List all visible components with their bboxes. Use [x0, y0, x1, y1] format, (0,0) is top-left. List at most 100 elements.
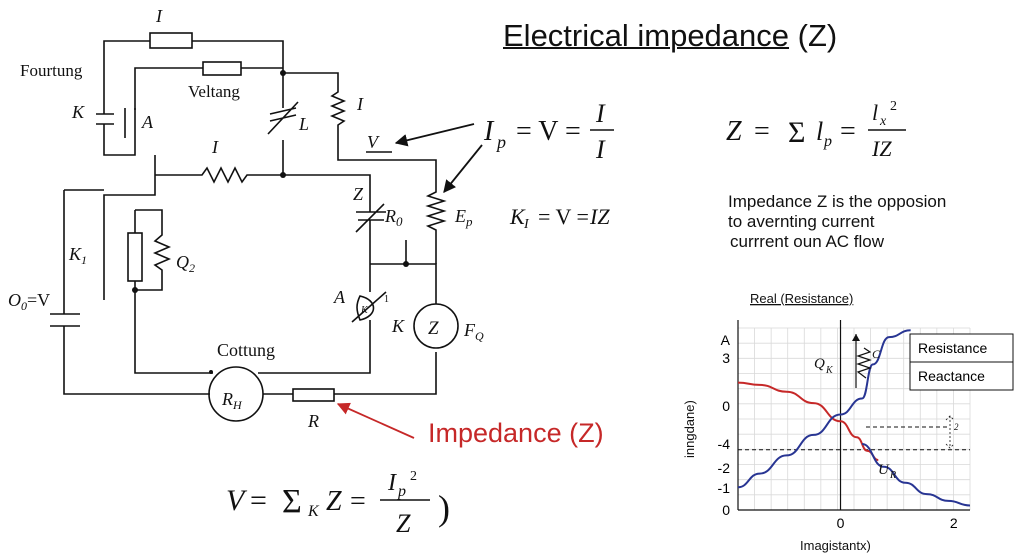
resistor-icon: [149, 32, 193, 49]
chart-xlabel: Imagistantx): [800, 538, 871, 553]
svg-text:K: K: [307, 503, 320, 520]
x-tick-label: 0: [837, 515, 845, 531]
resistor-icon: [127, 232, 143, 282]
svg-text:l: l: [872, 100, 878, 125]
y-tick-label: -1: [718, 480, 731, 496]
equation-2: Z = Σ l p = l x 2 IZ: [726, 99, 906, 161]
svg-text:Σ: Σ: [788, 116, 805, 149]
circuit-diagram: I Fourtung Veltang K A L I I V Z R0 Ep K…: [8, 6, 484, 439]
chart-axes: [737, 320, 970, 511]
wire-top-inner: [134, 67, 283, 110]
label-l: L: [298, 114, 309, 134]
annot-c: C: [872, 347, 881, 361]
wire-left-cap: [103, 110, 136, 156]
svg-text:l: l: [816, 117, 823, 146]
svg-text:V: V: [226, 484, 248, 517]
label-k-small: K: [360, 305, 369, 316]
y-tick-label: -2: [718, 460, 731, 476]
variable-capacitor-icon: [355, 192, 386, 264]
arrow-icon: [336, 402, 415, 439]
svg-text:): ): [438, 488, 450, 528]
series-line-reactance: [737, 329, 911, 489]
svg-text:I: I: [595, 135, 606, 164]
svg-text:2: 2: [410, 469, 417, 484]
label-r-bottom: R: [307, 411, 319, 431]
equation-3: K I = V = IZ: [509, 204, 610, 232]
svg-text:2: 2: [890, 99, 897, 114]
label-fourtung: Fourtung: [20, 61, 83, 80]
label-r0: R0: [384, 206, 403, 229]
wire-middle: [155, 166, 371, 192]
wire-bottom: [263, 352, 437, 395]
annot-2: 2: [954, 422, 959, 432]
equation-4: V = Σ K Z = I p 2 Z ): [226, 469, 450, 538]
title-z: (Z): [797, 18, 838, 53]
svg-text:I: I: [595, 99, 606, 128]
label-i-mid: I: [211, 137, 219, 157]
title-main: Electrical impedance: [503, 18, 790, 53]
chart-ylabel: inngdane): [682, 400, 697, 458]
svg-text:IZ: IZ: [871, 136, 892, 161]
svg-text:= V =: = V =: [538, 204, 589, 229]
description-line-3: currrent oun AC flow: [730, 232, 885, 251]
arrow-icon: [443, 144, 483, 193]
svg-text:p: p: [495, 132, 506, 152]
equation-1: I p = V = I I: [483, 99, 614, 164]
resistor-icon: [202, 61, 242, 76]
variable-capacitor-icon: [356, 295, 375, 321]
svg-text:p: p: [397, 483, 406, 500]
label-i-right: I: [356, 94, 364, 114]
annot-q: Q: [814, 356, 825, 372]
y-tick-label: 0: [722, 502, 730, 518]
label-k-left: K: [71, 102, 85, 122]
annot-k: K: [825, 365, 834, 376]
chart-title: Real (Resistance): [750, 291, 853, 306]
chart-legend: Resistance Reactance: [909, 333, 1014, 391]
variable-capacitor-icon: [267, 101, 299, 135]
wire-top-outer: [103, 40, 284, 110]
equations: I p = V = I I K I = V = IZ V = Σ K Z = I…: [226, 99, 614, 538]
capacitor-icon: [50, 313, 80, 327]
label-a-mid: A: [333, 287, 346, 307]
wire-left-frame: [64, 155, 156, 300]
svg-text:IZ: IZ: [589, 204, 610, 229]
series-line-branch: [861, 443, 971, 507]
svg-text:I: I: [523, 217, 530, 232]
description-line-2: to avernting current: [728, 212, 875, 231]
chart-series: [737, 329, 971, 507]
svg-text:= V =: = V =: [516, 116, 581, 147]
wire-q2: [134, 209, 213, 374]
svg-text:=: =: [250, 484, 267, 517]
label-o0v: O0=V: [8, 290, 50, 313]
wire-r0-loop: [370, 263, 437, 298]
label-k1: K1: [68, 244, 87, 267]
svg-text:I: I: [483, 116, 495, 147]
legend-resistance: Resistance: [918, 340, 987, 356]
label-cottung: Cottung: [217, 340, 275, 360]
y-tick-label: 3: [722, 350, 730, 366]
svg-text:Z: Z: [726, 116, 742, 147]
label-ep: Ep: [454, 206, 473, 229]
series-line-resistance: [737, 381, 879, 461]
wire-amid: [258, 264, 371, 374]
label-one-small: 1: [384, 294, 389, 305]
annot-u: U: [878, 462, 890, 478]
label-i-top: I: [155, 6, 163, 26]
label-fq: FQ: [463, 320, 484, 343]
svg-text:Z: Z: [326, 486, 342, 517]
wire-o0v: [63, 190, 210, 395]
label-rh: RH: [221, 389, 243, 412]
impedance-label: Impedance (Z): [428, 418, 604, 448]
svg-text:p: p: [823, 133, 832, 150]
svg-text:=: =: [754, 116, 770, 147]
capacitor-icon: [96, 108, 136, 138]
arrow-icon: [394, 123, 475, 147]
legend-reactance: Reactance: [918, 368, 985, 384]
svg-text:=: =: [350, 486, 366, 517]
svg-text:I: I: [387, 470, 397, 496]
resistor-icon: [292, 388, 335, 402]
svg-text:Z: Z: [396, 509, 411, 538]
label-a-left: A: [141, 112, 154, 132]
